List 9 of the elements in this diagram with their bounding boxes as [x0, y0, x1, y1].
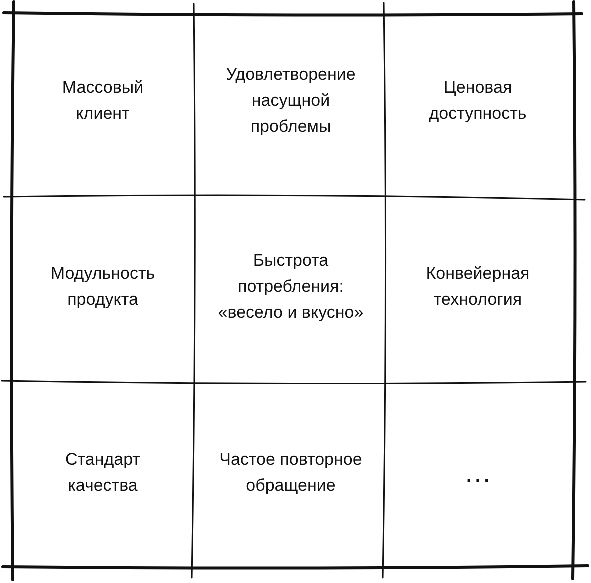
grid-text: Массовый клиент [61, 77, 145, 125]
grid-text: Быстрота потребления: «весело и вкусно» [217, 250, 365, 324]
grid-text: … [464, 460, 492, 486]
grid-text: Частое повторное обращение [218, 449, 364, 497]
grid-text: Модульность продукта [50, 263, 156, 311]
grid-text: Стандарт качества [64, 449, 142, 497]
grid-text: Удовлетворение насущной проблемы [225, 64, 357, 138]
grid-text: Ценовая доступность [428, 77, 528, 125]
grid-text: Конвейерная технология [425, 263, 531, 311]
